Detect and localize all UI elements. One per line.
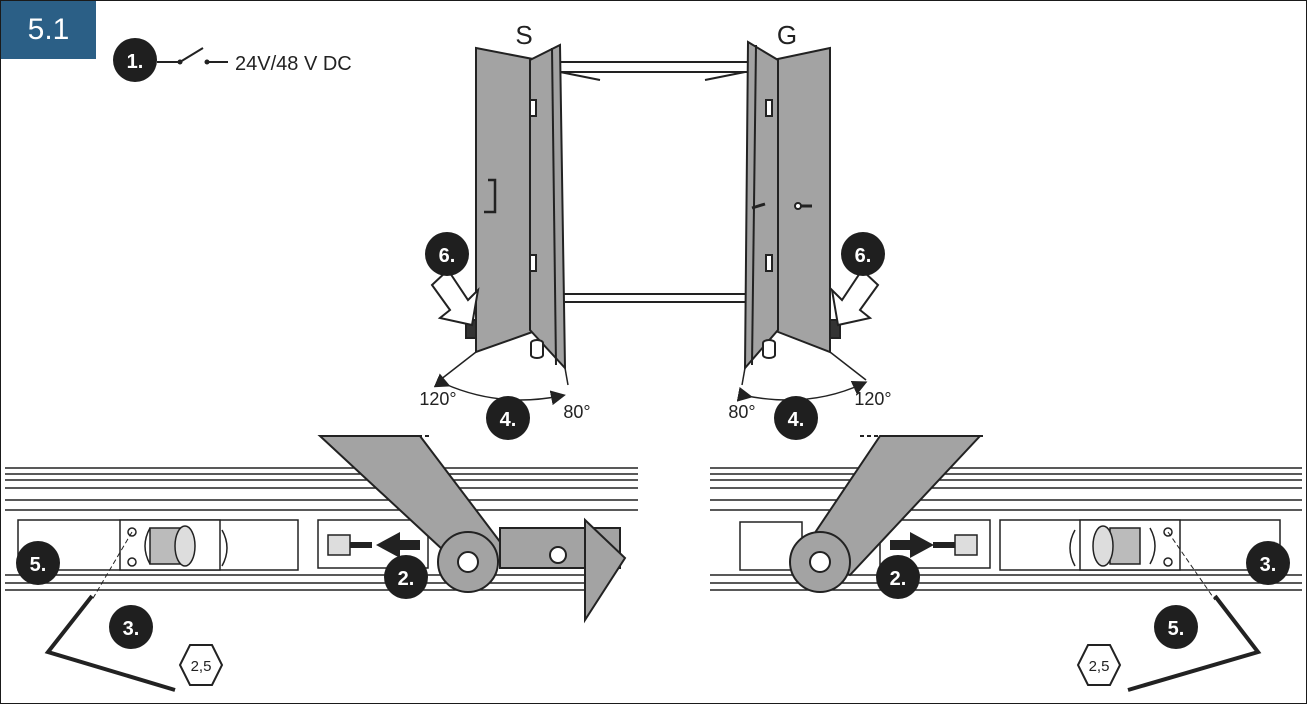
left-door-s [465, 43, 567, 371]
hex-key-right [1127, 531, 1262, 692]
hex-size-badge-right: 2,5 [1076, 644, 1122, 686]
left-drive-arm [317, 435, 627, 624]
push-arrow-left [430, 268, 480, 327]
push-arrow-right [830, 268, 880, 327]
step-4-badge-right: 4. [788, 409, 805, 431]
section-number-tab: 5.1 [1, 1, 96, 59]
left-rail-detail [5, 467, 638, 591]
step-6-badge-right: 6. [855, 245, 872, 267]
voltage-label: 24V/48 V DC [235, 53, 352, 75]
hex-key-left [44, 531, 176, 692]
angle-80-left: 80° [563, 402, 590, 422]
right-drive-arm [789, 435, 985, 593]
step-1-badge: 1. [127, 51, 144, 73]
angle-120-right: 120° [854, 389, 891, 409]
step-6-badge-left: 6. [439, 245, 456, 267]
angle-120-left: 120° [419, 389, 456, 409]
svg-text:2,5: 2,5 [191, 658, 212, 675]
opening-angle-arc-right [736, 351, 868, 402]
door-label-s: S [515, 20, 532, 50]
step-5-badge-right: 5. [1168, 618, 1185, 640]
power-switch-symbol: 1. 24V/48 V DC [113, 38, 352, 82]
arrow-step-2-right [890, 532, 934, 558]
arrow-step-2-left [376, 532, 420, 558]
svg-text:2,5: 2,5 [1089, 658, 1110, 675]
step-2-badge-left: 2. [398, 568, 415, 590]
right-door-g [743, 40, 841, 371]
door-label-g: G [777, 20, 797, 50]
step-2-badge-right: 2. [890, 568, 907, 590]
door-frame [547, 61, 761, 303]
hex-size-badge-left: 2,5 [178, 644, 224, 686]
angle-80-right: 80° [728, 402, 755, 422]
step-3-badge-left: 3. [123, 618, 140, 640]
step-5-badge-left: 5. [30, 554, 47, 576]
step-4-badge-left: 4. [500, 409, 517, 431]
opening-angle-arc-left [433, 351, 569, 406]
step-3-badge-right: 3. [1260, 554, 1277, 576]
